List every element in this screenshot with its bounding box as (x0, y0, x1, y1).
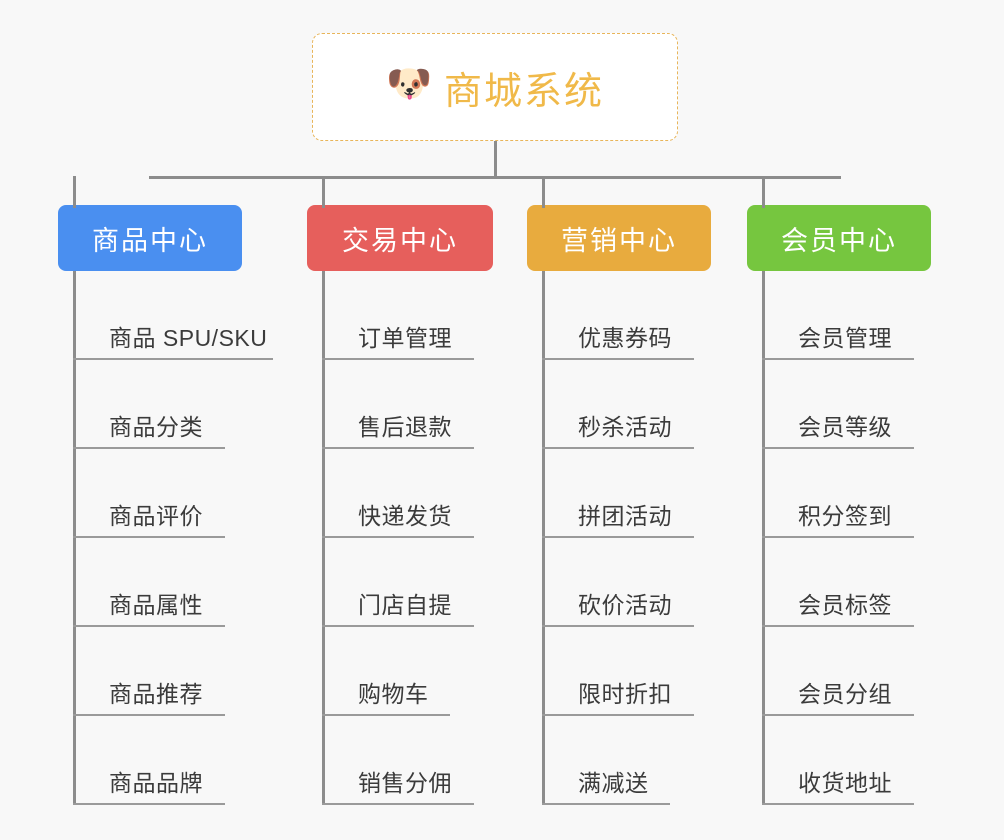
branch-header-2[interactable]: 交易中心 (307, 205, 493, 271)
leaf-item-label: 商品评价 (109, 503, 203, 529)
leaf-item-label: 拼团活动 (578, 503, 672, 529)
leaf-item[interactable]: 会员等级 (762, 360, 914, 449)
shiba-dog-face-icon: 🐶 (385, 63, 433, 104)
branch-header-label: 商品中心 (92, 225, 208, 256)
leaf-item[interactable]: 会员分组 (762, 627, 914, 716)
leaf-item[interactable]: 门店自提 (322, 538, 474, 627)
leaf-item[interactable]: 销售分佣 (322, 716, 474, 805)
root-node-mall-system[interactable]: 🐶 商城系统 (312, 33, 678, 141)
leaf-item[interactable]: 秒杀活动 (542, 360, 694, 449)
leaf-item[interactable]: 商品分类 (73, 360, 225, 449)
leaf-item-label: 商品分类 (109, 414, 203, 440)
leaf-item-label: 满减送 (578, 770, 649, 796)
leaf-item-label: 销售分佣 (358, 770, 452, 796)
branch-stem-4 (762, 271, 765, 805)
leaf-item-label: 会员标签 (798, 592, 892, 618)
leaf-list-1: 商品 SPU/SKU 商品分类商品评价商品属性商品推荐商品品牌 (73, 271, 273, 805)
leaf-item[interactable]: 砍价活动 (542, 538, 694, 627)
branch-header-4[interactable]: 会员中心 (747, 205, 931, 271)
branch-header-label: 会员中心 (781, 225, 897, 256)
leaf-item[interactable]: 商品推荐 (73, 627, 225, 716)
leaf-item[interactable]: 优惠券码 (542, 271, 694, 360)
connector-drop-3 (542, 176, 545, 208)
leaf-item-label: 积分签到 (798, 503, 892, 529)
branch-stem-1 (73, 271, 76, 805)
root-node-title: 商城系统 (443, 70, 604, 113)
leaf-item-label: 限时折扣 (578, 681, 672, 707)
leaf-item[interactable]: 订单管理 (322, 271, 474, 360)
branch-stem-2 (322, 271, 325, 805)
leaf-item[interactable]: 满减送 (542, 716, 670, 805)
leaf-item-label: 快递发货 (358, 503, 452, 529)
leaf-item-label: 砍价活动 (578, 592, 672, 618)
branch-stem-3 (542, 271, 545, 805)
leaf-item-label: 收货地址 (798, 770, 892, 796)
leaf-item[interactable]: 商品品牌 (73, 716, 225, 805)
leaf-item[interactable]: 商品 SPU/SKU (73, 271, 273, 360)
leaf-item[interactable]: 售后退款 (322, 360, 474, 449)
leaf-item[interactable]: 会员管理 (762, 271, 914, 360)
leaf-item[interactable]: 会员标签 (762, 538, 914, 627)
branch-header-3[interactable]: 营销中心 (527, 205, 711, 271)
branch-2: 交易中心 (307, 205, 493, 271)
branch-header-label: 交易中心 (342, 225, 458, 256)
leaf-item-label: 商品 SPU/SKU (109, 325, 268, 351)
leaf-item-label: 商品推荐 (109, 681, 203, 707)
leaf-item-label: 优惠券码 (578, 325, 672, 351)
leaf-item[interactable]: 购物车 (322, 627, 450, 716)
leaf-item[interactable]: 快递发货 (322, 449, 474, 538)
connector-drop-4 (762, 176, 765, 208)
branch-1: 商品中心 (58, 205, 242, 271)
leaf-item-label: 订单管理 (358, 325, 452, 351)
leaf-list-4: 会员管理会员等级积分签到会员标签会员分组收货地址 (762, 271, 914, 805)
leaf-item[interactable]: 商品属性 (73, 538, 225, 627)
leaf-list-2: 订单管理售后退款快递发货门店自提购物车销售分佣 (322, 271, 474, 805)
leaf-item-label: 商品品牌 (109, 770, 203, 796)
connector-horizontal-bus (149, 176, 841, 179)
leaf-item-label: 门店自提 (358, 592, 452, 618)
connector-drop-1 (73, 176, 76, 208)
leaf-item[interactable]: 商品评价 (73, 449, 225, 538)
branch-header-1[interactable]: 商品中心 (58, 205, 242, 271)
leaf-item-label: 商品属性 (109, 592, 203, 618)
leaf-item-label: 会员等级 (798, 414, 892, 440)
branch-3: 营销中心 (527, 205, 711, 271)
branch-header-label: 营销中心 (561, 225, 677, 256)
leaf-item-label: 购物车 (358, 681, 429, 707)
leaf-item-label: 会员管理 (798, 325, 892, 351)
leaf-item[interactable]: 积分签到 (762, 449, 914, 538)
leaf-list-3: 优惠券码秒杀活动拼团活动砍价活动限时折扣满减送 (542, 271, 694, 805)
connector-root-stem (494, 141, 497, 178)
branch-4: 会员中心 (747, 205, 931, 271)
leaf-item-label: 售后退款 (358, 414, 452, 440)
leaf-item-label: 秒杀活动 (578, 414, 672, 440)
leaf-item[interactable]: 限时折扣 (542, 627, 694, 716)
leaf-item[interactable]: 拼团活动 (542, 449, 694, 538)
connector-drop-2 (322, 176, 325, 208)
leaf-item[interactable]: 收货地址 (762, 716, 914, 805)
leaf-item-label: 会员分组 (798, 681, 892, 707)
